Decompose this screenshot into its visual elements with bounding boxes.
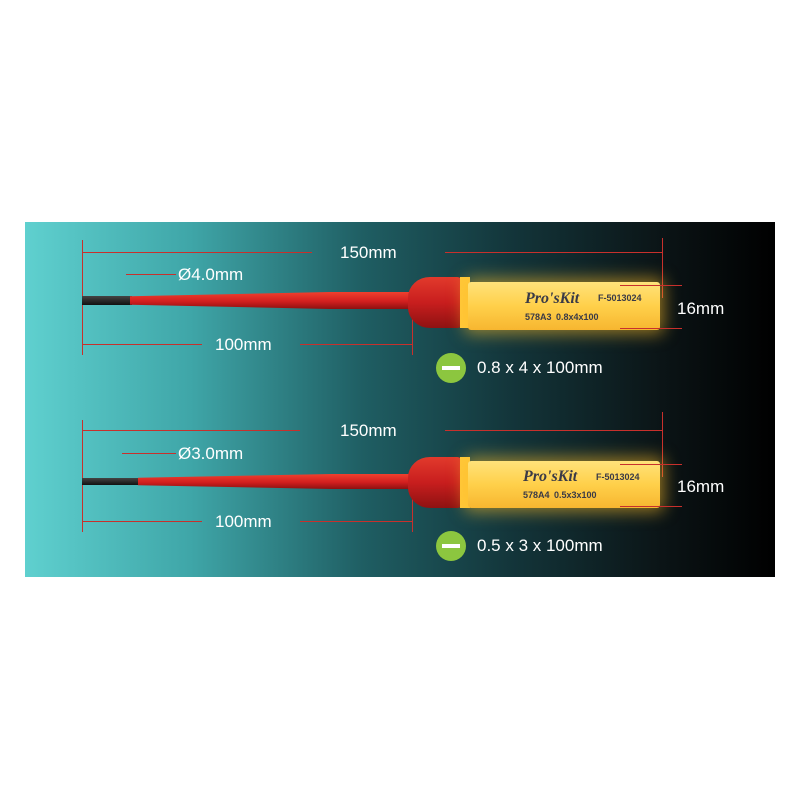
brand-logo: Pro'sKit: [523, 468, 578, 485]
dimension-line: [620, 328, 682, 329]
size-marking: 0.8x4x100: [556, 312, 599, 322]
dimension-line: [620, 506, 682, 507]
screwdriver-tip: [82, 296, 132, 305]
dimension-line: [620, 464, 682, 465]
shaft-length-label: 100mm: [215, 335, 272, 354]
dimension-line: [412, 300, 413, 355]
dimension-line: [122, 453, 176, 454]
handle: [468, 461, 660, 508]
dimension-line: [445, 430, 662, 431]
screwdriver-tip: [82, 478, 142, 485]
size-marking: 0.5x3x100: [554, 490, 597, 500]
model-number: 578A3: [525, 312, 552, 322]
dimension-line: [662, 412, 663, 477]
insulated-shaft: [130, 292, 415, 309]
product-code: F-5013024: [598, 293, 642, 303]
dimension-line: [82, 252, 312, 253]
spec-label: 0.8 x 4 x 100mm: [477, 358, 603, 377]
collar: [460, 277, 470, 328]
dimension-line: [126, 274, 176, 275]
dimension-line: [412, 480, 413, 532]
dimension-line: [82, 344, 202, 345]
total-length-label: 150mm: [340, 243, 397, 262]
handle-diameter-label: 16mm: [677, 477, 725, 496]
slotted-tip-icon: [436, 531, 466, 561]
shaft-diameter-label: Ø3.0mm: [178, 444, 244, 463]
model-number: 578A4: [523, 490, 550, 500]
dimension-line: [620, 285, 682, 286]
collar: [460, 457, 470, 508]
handle: [468, 282, 660, 330]
dimension-line: [82, 420, 83, 532]
insulated-shaft: [138, 474, 415, 489]
dimension-line: [445, 252, 662, 253]
ferrule: [408, 457, 463, 508]
shaft-diameter-label: Ø4.0mm: [178, 265, 244, 284]
product-code: F-5013024: [596, 472, 640, 482]
dimension-line: [300, 521, 412, 522]
brand-logo: Pro'sKit: [525, 290, 580, 307]
handle-diameter-label: 16mm: [677, 299, 725, 318]
dimension-line: [82, 430, 300, 431]
product-panel: [25, 222, 775, 577]
shaft-length-label: 100mm: [215, 512, 272, 531]
slotted-tip-icon: [436, 353, 466, 383]
ferrule: [408, 277, 463, 328]
dimension-line: [300, 344, 412, 345]
spec-label: 0.5 x 3 x 100mm: [477, 536, 603, 555]
dimension-line: [662, 238, 663, 298]
total-length-label: 150mm: [340, 421, 397, 440]
dimension-line: [82, 521, 202, 522]
